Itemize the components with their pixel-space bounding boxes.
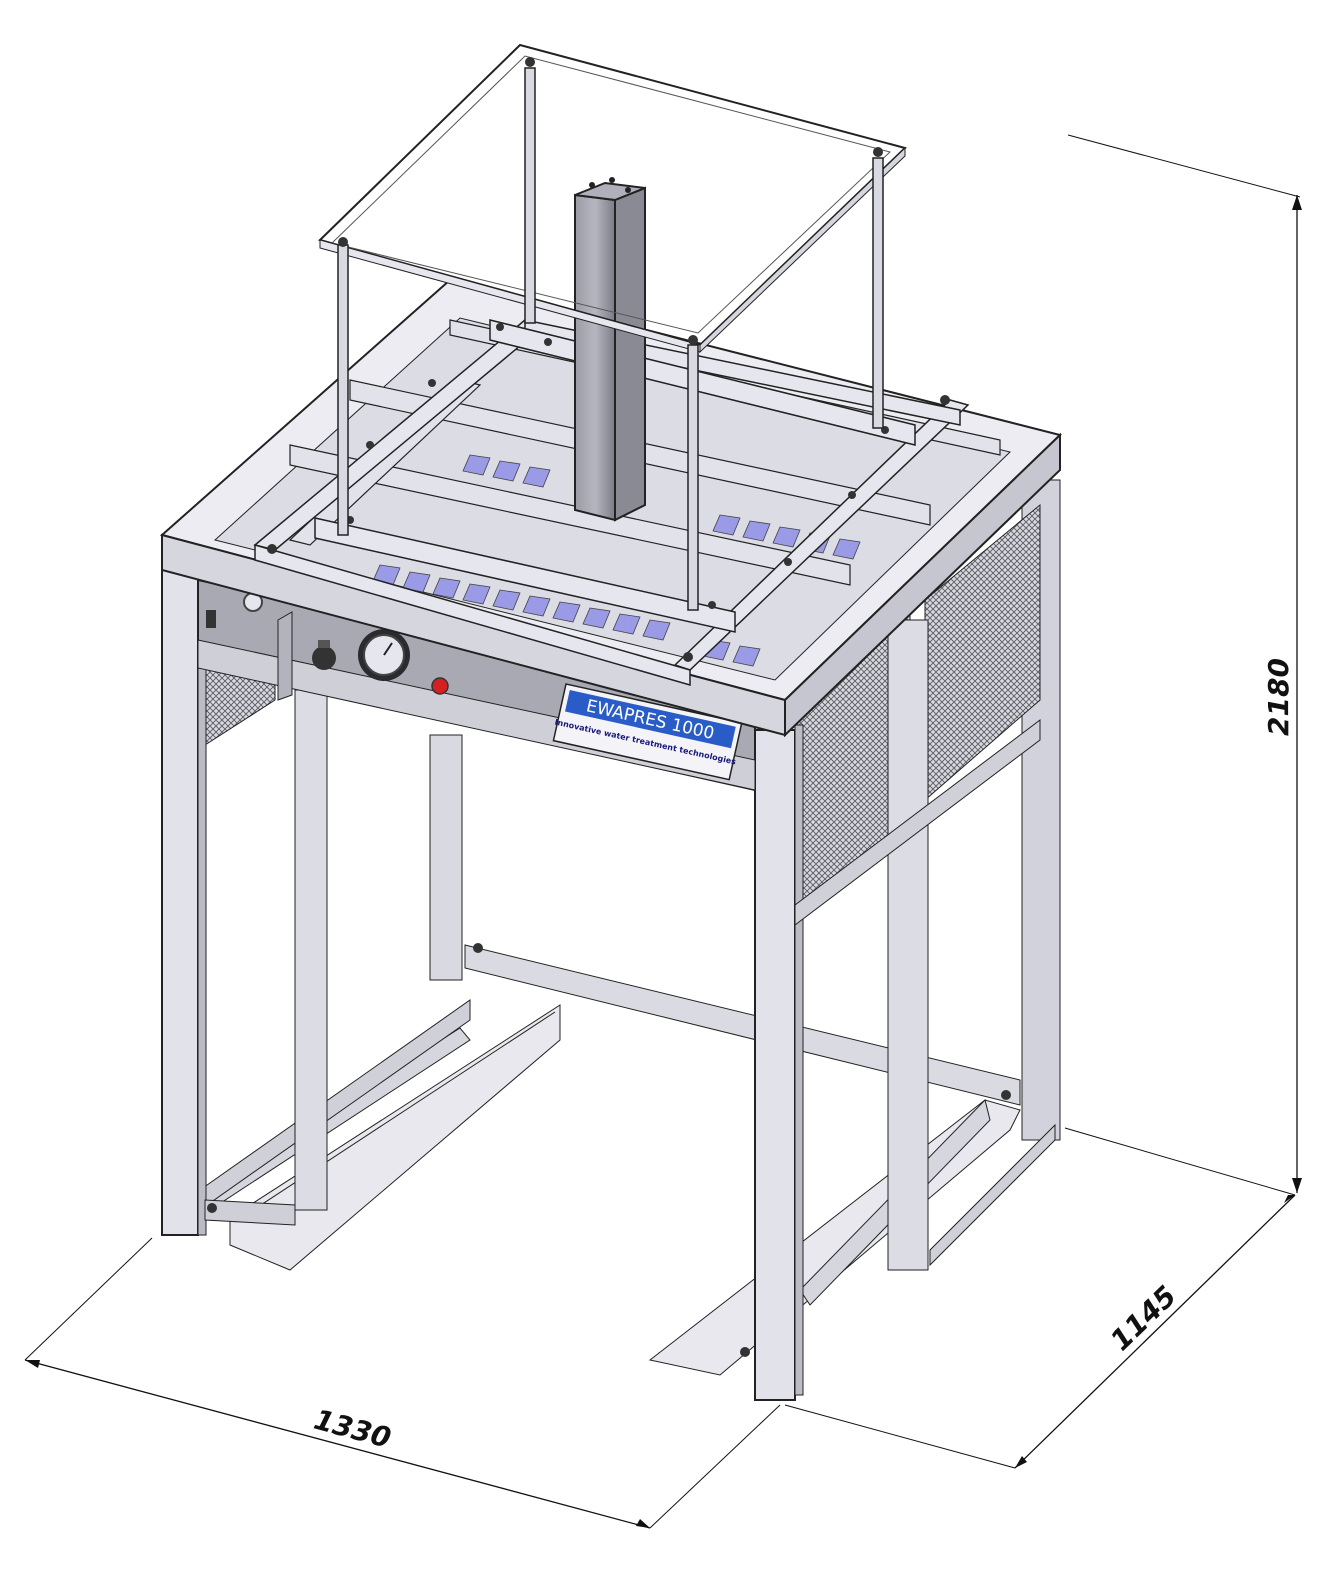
pressure-gauge <box>358 629 410 681</box>
red-button <box>431 677 449 695</box>
nameplate: EWAPRES 1000 Innovative water treatment … <box>552 683 743 781</box>
fitting-icon <box>206 610 216 628</box>
dimension-height-label: 2180 <box>1262 658 1295 736</box>
column-front-left <box>161 569 207 1236</box>
upper-guide-frame <box>318 43 907 354</box>
dimension-depth: 1145 <box>784 1127 1296 1469</box>
dimension-height: 2180 <box>1067 134 1302 1193</box>
back-frame <box>199 479 1061 1267</box>
regulator-knob <box>312 640 336 670</box>
front-bottom-rail <box>204 1199 296 1226</box>
column-front-middle <box>294 689 328 1211</box>
guide-bolts <box>338 57 883 345</box>
valve-lever <box>277 611 293 701</box>
dimension-depth-label: 1145 <box>1104 1279 1183 1357</box>
dimension-width: 1330 <box>24 1237 781 1529</box>
column-front-right <box>754 724 804 1401</box>
side-middle-rail <box>794 718 1041 927</box>
floor-skid-right <box>648 1099 1021 1376</box>
dimension-width-label: 1330 <box>311 1403 395 1455</box>
central-cylinder <box>574 177 646 522</box>
bolts <box>207 323 1011 1357</box>
floor-skid-left <box>199 1004 561 1271</box>
column-side-right <box>887 619 929 1271</box>
